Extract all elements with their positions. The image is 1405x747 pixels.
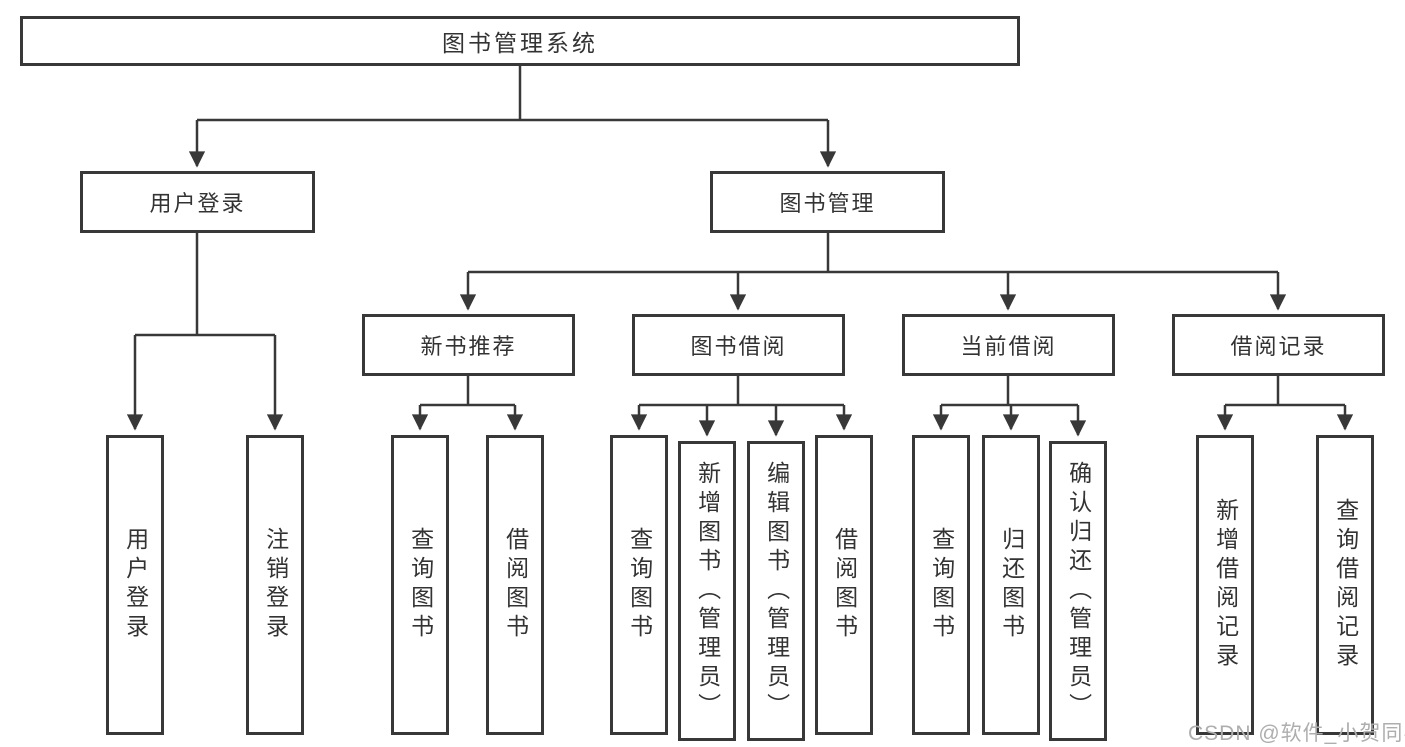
node-label: 确认归还（管理员）: [1065, 460, 1092, 722]
node-new-book-recommend: 新书推荐: [362, 314, 575, 376]
node-label: 归还图书: [998, 527, 1025, 643]
node-label: 借阅图书: [502, 527, 529, 643]
node-label: 用户登录: [122, 527, 149, 643]
node-borrow-records: 借阅记录: [1172, 314, 1385, 376]
node-return-books: 归还图书: [982, 435, 1040, 735]
node-system-root: 图书管理系统: [20, 16, 1020, 66]
node-label: 图书借阅: [690, 334, 787, 359]
node-borrow-books-2: 借阅图书: [815, 435, 873, 735]
node-label: 查询借阅记录: [1332, 498, 1359, 672]
node-label: 查询图书: [626, 527, 653, 643]
node-label: 当前借阅: [960, 334, 1057, 359]
node-current-borrow: 当前借阅: [902, 314, 1115, 376]
node-label: 图书管理系统: [442, 30, 598, 56]
node-label: 新增借阅记录: [1212, 498, 1239, 672]
csdn-watermark: CSDN @软件_小贺同学: [1188, 722, 1405, 745]
node-query-books-3: 查询图书: [912, 435, 970, 735]
node-label: 借阅记录: [1230, 334, 1327, 359]
node-label: 用户登录: [149, 191, 246, 216]
node-add-books-admin: 新增图书（管理员）: [678, 441, 736, 741]
node-query-borrow-record: 查询借阅记录: [1316, 435, 1374, 735]
node-label: 借阅图书: [831, 527, 858, 643]
node-edit-books-admin: 编辑图书（管理员）: [747, 441, 805, 741]
node-logout-leaf: 注销登录: [246, 435, 304, 735]
node-label: 注销登录: [262, 527, 289, 643]
node-user-login-leaf: 用户登录: [106, 435, 164, 735]
node-label: 编辑图书（管理员）: [763, 460, 790, 722]
node-user-login-branch: 用户登录: [80, 171, 315, 233]
node-add-borrow-record: 新增借阅记录: [1196, 435, 1254, 735]
node-label: 图书管理: [779, 191, 876, 216]
node-confirm-return-admin: 确认归还（管理员）: [1049, 441, 1107, 741]
node-book-borrow: 图书借阅: [632, 314, 845, 376]
node-book-management-branch: 图书管理: [710, 171, 945, 233]
node-label: 查询图书: [407, 527, 434, 643]
node-label: 新增图书（管理员）: [694, 460, 721, 722]
node-query-books-2: 查询图书: [610, 435, 668, 735]
node-query-books-1: 查询图书: [391, 435, 449, 735]
node-borrow-books-1: 借阅图书: [486, 435, 544, 735]
node-label: 查询图书: [928, 527, 955, 643]
node-label: 新书推荐: [420, 334, 517, 359]
